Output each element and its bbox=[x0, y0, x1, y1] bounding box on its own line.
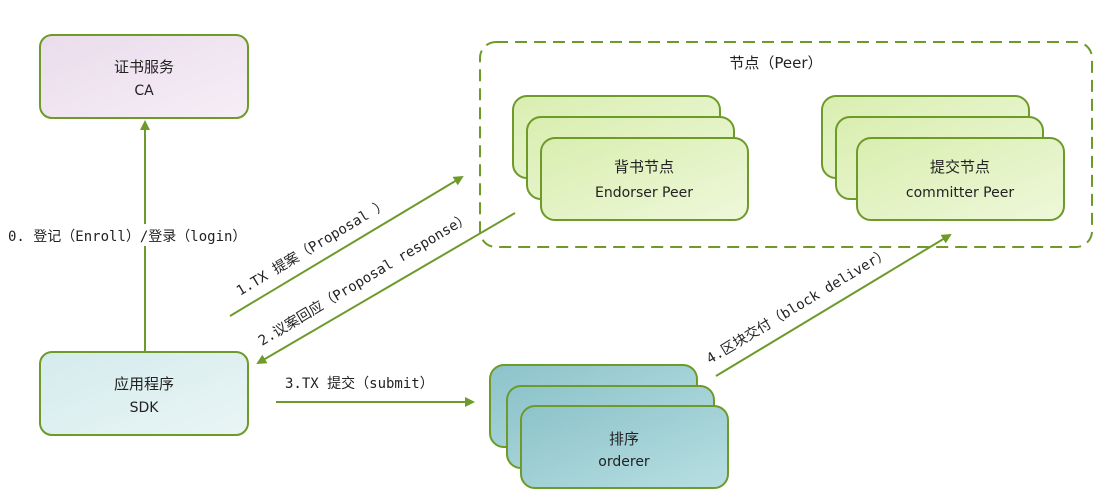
deliver-arrow bbox=[715, 233, 952, 377]
response-label: 2.议案回应（Proposal response） bbox=[255, 209, 473, 349]
ca-title: 证书服务 bbox=[114, 58, 174, 76]
proposal-arrow bbox=[229, 175, 464, 317]
ca-subtitle: CA bbox=[134, 83, 154, 99]
peer-group-container bbox=[479, 41, 1093, 248]
endorser-subtitle: Endorser Peer bbox=[595, 185, 693, 201]
enroll-label: 0. 登记（Enroll）/登录（login） bbox=[8, 229, 246, 245]
sdk-node[interactable]: 应用程序 SDK bbox=[39, 351, 249, 436]
response-arrow bbox=[256, 212, 516, 365]
deliver-label: 4.区块交付（block deliver） bbox=[703, 244, 892, 367]
committer-subtitle: committer Peer bbox=[906, 185, 1014, 201]
enroll-label-bg bbox=[6, 224, 274, 246]
endorser-title: 背书节点 bbox=[614, 158, 674, 176]
sdk-title: 应用程序 bbox=[114, 375, 174, 393]
endorser-node-stack[interactable]: 背书节点 Endorser Peer bbox=[512, 95, 749, 221]
orderer-node-stack[interactable]: 排序 orderer bbox=[489, 364, 729, 489]
committer-title: 提交节点 bbox=[930, 158, 990, 176]
orderer-subtitle: orderer bbox=[598, 454, 650, 470]
ca-node[interactable]: 证书服务 CA bbox=[39, 34, 249, 119]
sdk-subtitle: SDK bbox=[130, 400, 160, 416]
peer-group-title: 节点（Peer） bbox=[729, 54, 822, 72]
committer-node-stack[interactable]: 提交节点 committer Peer bbox=[821, 95, 1065, 221]
submit-label: 3.TX 提交（submit） bbox=[285, 375, 434, 392]
orderer-title: 排序 bbox=[609, 430, 639, 448]
